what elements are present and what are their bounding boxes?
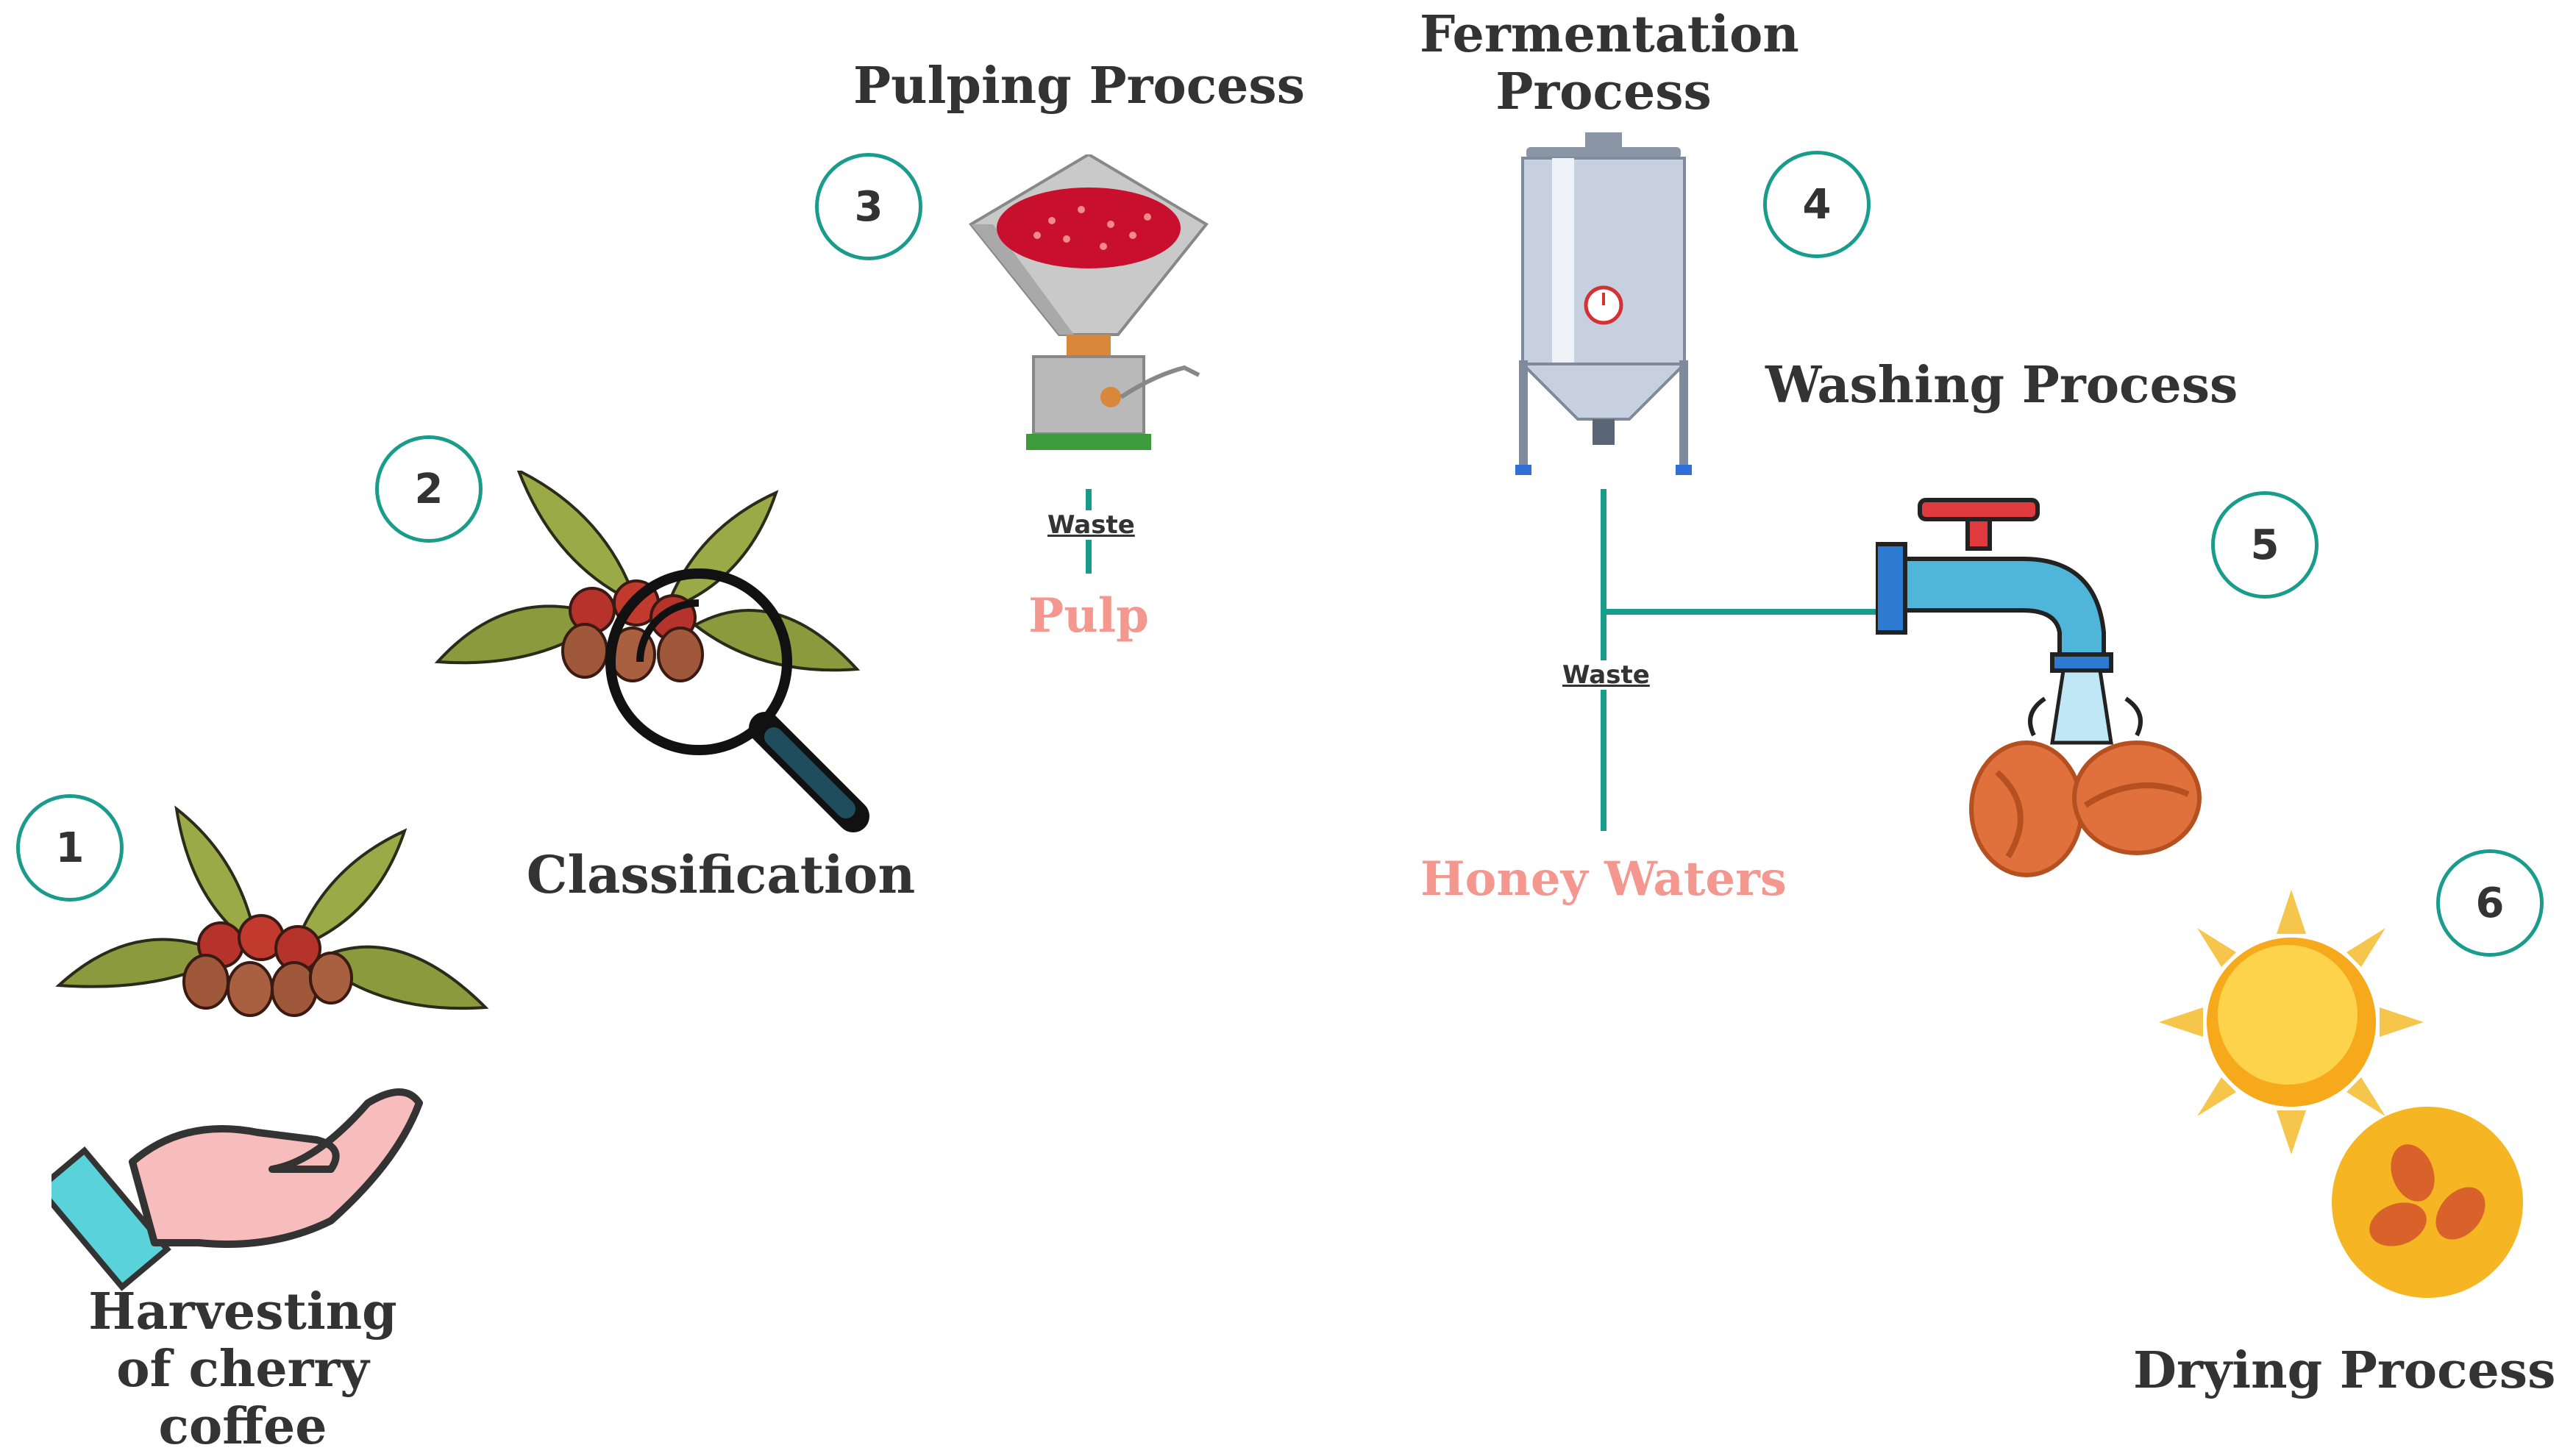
coffee-bean-icon xyxy=(2332,1107,2523,1298)
magnifier-icon xyxy=(605,568,869,832)
step-badge-5: 5 xyxy=(2211,491,2319,599)
open-hand-icon xyxy=(51,1088,423,1291)
honey-waste-label: Waste xyxy=(1558,660,1654,690)
pulp-byproduct-label: Pulp xyxy=(1028,588,1149,643)
coffee-processing-diagram: 1 Harvesting of cherry coffee 2 xyxy=(16,5,2556,1455)
step-number-4: 4 xyxy=(1802,180,1832,229)
step-badge-6: 6 xyxy=(2436,849,2544,957)
step-badge-4: 4 xyxy=(1763,151,1871,258)
step-number-2: 2 xyxy=(414,465,444,513)
coffee-bean-icon xyxy=(1969,741,2202,877)
step-badge-1: 1 xyxy=(16,794,124,902)
step-title-pulping: Pulping Process xyxy=(853,57,1305,115)
sun-icon xyxy=(2159,890,2424,1155)
step-badge-3: 3 xyxy=(815,153,922,260)
step-title-washing: Washing Process xyxy=(1765,356,2238,415)
coffee-branch-icon xyxy=(55,805,489,1017)
step-title-drying: Drying Process xyxy=(2133,1341,2556,1400)
step-number-5: 5 xyxy=(2250,521,2280,569)
pulp-waste-label: Waste xyxy=(1043,510,1139,540)
step-badge-2: 2 xyxy=(375,435,483,543)
water-tap-icon xyxy=(1876,498,2143,745)
pulping-machine-icon xyxy=(969,154,1209,450)
step-number-3: 3 xyxy=(854,182,883,231)
step-title-fermentation: Fermentation Process xyxy=(1420,5,1799,122)
step-number-1: 1 xyxy=(55,824,85,872)
fermentation-tank-icon xyxy=(1515,132,1692,475)
step-number-6: 6 xyxy=(2475,879,2505,927)
step-title-classification: Classification xyxy=(526,844,916,905)
step-title-harvesting: Harvesting of cherry coffee xyxy=(88,1282,397,1456)
honey-waters-label: Honey Waters xyxy=(1420,852,1787,907)
